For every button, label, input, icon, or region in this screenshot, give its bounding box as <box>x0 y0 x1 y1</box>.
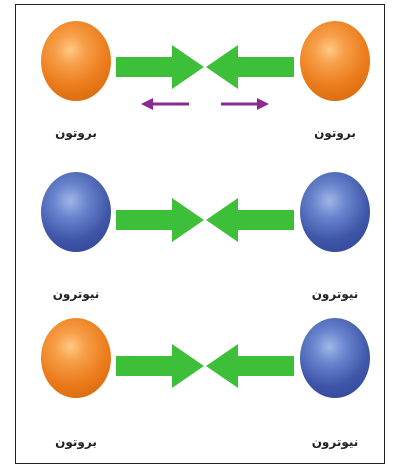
neutron-ball-right <box>300 318 370 398</box>
row-neutron-neutron: نيوترون نيوترون <box>16 160 386 310</box>
green-arrow-right-icon <box>116 344 204 388</box>
proton-ball-left <box>41 21 111 101</box>
particle-label-left: بروتون <box>55 126 97 140</box>
particle-label-right: نيوترون <box>311 435 359 449</box>
green-arrow-left-icon <box>206 344 294 388</box>
proton-ball-right <box>300 21 370 101</box>
green-arrow-left-icon <box>206 45 294 89</box>
neutron-ball-right <box>300 172 370 252</box>
row-proton-neutron: بروتون نيوترون <box>16 310 386 460</box>
particle-label-left: نيوترون <box>52 287 100 301</box>
green-arrow-right-icon <box>116 45 204 89</box>
particle-label-right: نيوترون <box>311 287 359 301</box>
neutron-ball-left <box>41 172 111 252</box>
proton-ball-left <box>41 318 111 398</box>
diagram-frame: بروتون بروتون نيوترون نيوترون بروتون نيو… <box>15 4 385 464</box>
green-arrow-right-icon <box>116 198 204 242</box>
green-arrow-left-icon <box>206 198 294 242</box>
particle-label-left: بروتون <box>55 435 97 449</box>
purple-arrow-left-icon <box>141 98 189 110</box>
row-proton-proton: بروتون بروتون <box>16 5 386 155</box>
purple-arrow-right-icon <box>221 98 269 110</box>
particle-label-right: بروتون <box>314 126 356 140</box>
